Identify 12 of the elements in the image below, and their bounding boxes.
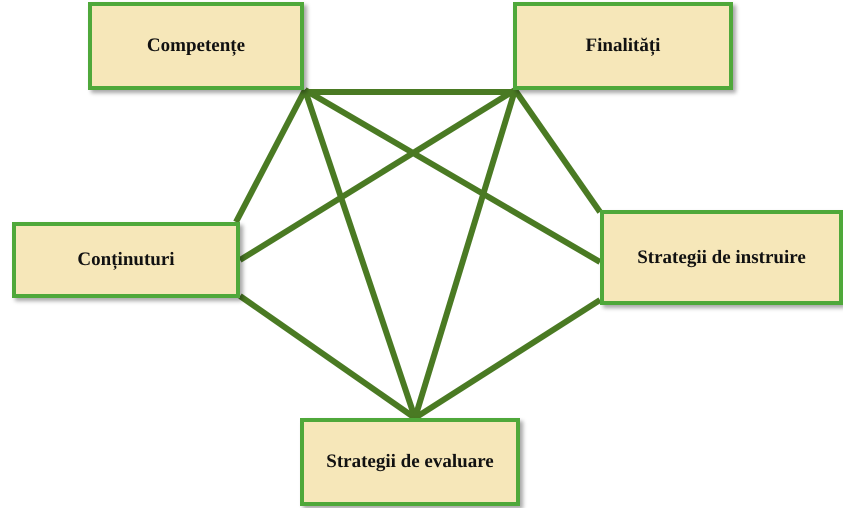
- box-label: Competențe: [146, 35, 246, 57]
- concept-box: [300, 418, 520, 506]
- box-label: Finalități: [586, 35, 660, 57]
- box-label: Strategii de evaluare: [326, 451, 494, 473]
- connector-line: [305, 89, 513, 95]
- concept-box: [513, 2, 733, 90]
- concept-box: [12, 222, 240, 298]
- concept-box: [88, 2, 304, 90]
- box-label: Strategii de instruire: [637, 246, 806, 268]
- connector-line: [303, 87, 602, 265]
- concept-box: [600, 210, 843, 305]
- box-label: Conținuturi: [77, 249, 175, 271]
